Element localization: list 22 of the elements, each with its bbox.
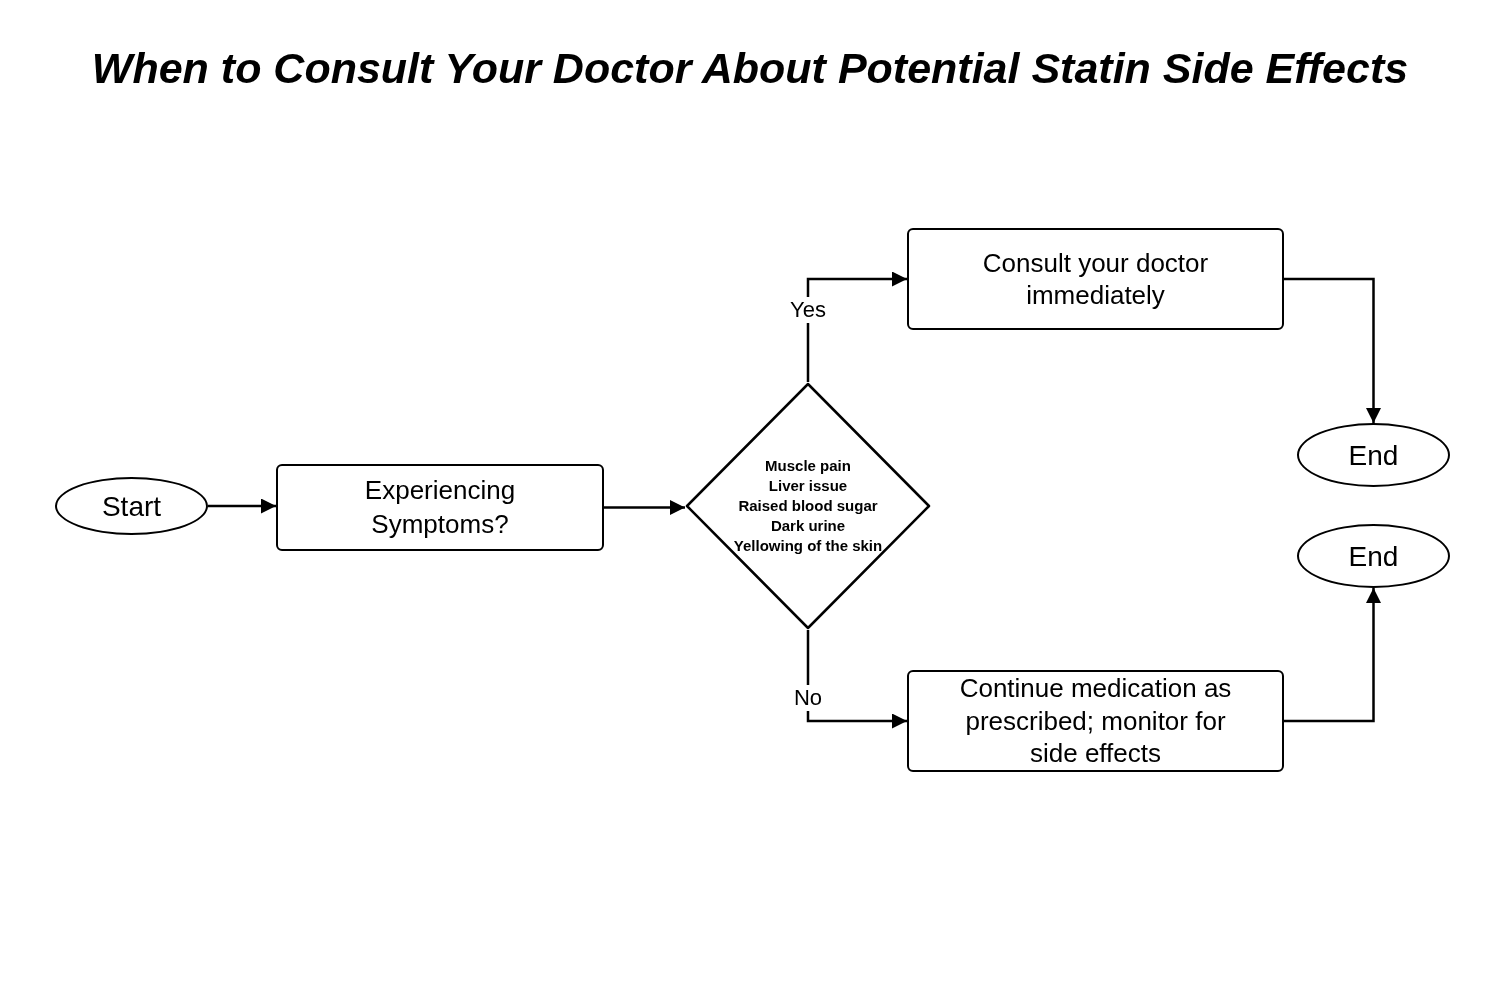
edge-label: Yes	[788, 297, 828, 323]
node-label: Dark urine	[770, 516, 846, 536]
process-box	[276, 464, 604, 551]
node-label: End	[1348, 539, 1399, 574]
node-label: End	[1348, 438, 1399, 473]
node-label: Raised blood sugar	[738, 496, 878, 516]
node-label: Yellowing of the skin	[733, 536, 883, 556]
node-label: Muscle pain	[765, 456, 851, 476]
process-box	[907, 228, 1284, 330]
node-label: Consult your doctor immediately	[981, 246, 1210, 312]
title: When to Consult Your Doctor About Potential Statin Side Effects	[90, 43, 1410, 94]
arrow	[208, 498, 276, 514]
node-label: Continue medication as prescribed; monitor for side effects	[958, 672, 1233, 770]
node-label: Liver issue	[768, 476, 848, 496]
process-box	[907, 670, 1284, 772]
arrow	[1284, 277, 1381, 423]
node-label: Experiencing Symptoms?	[363, 473, 517, 541]
decision-diamond	[685, 382, 931, 630]
arrow	[806, 271, 907, 382]
arrow	[1284, 588, 1381, 723]
arrow	[604, 500, 685, 515]
node-label: Start	[101, 489, 162, 524]
